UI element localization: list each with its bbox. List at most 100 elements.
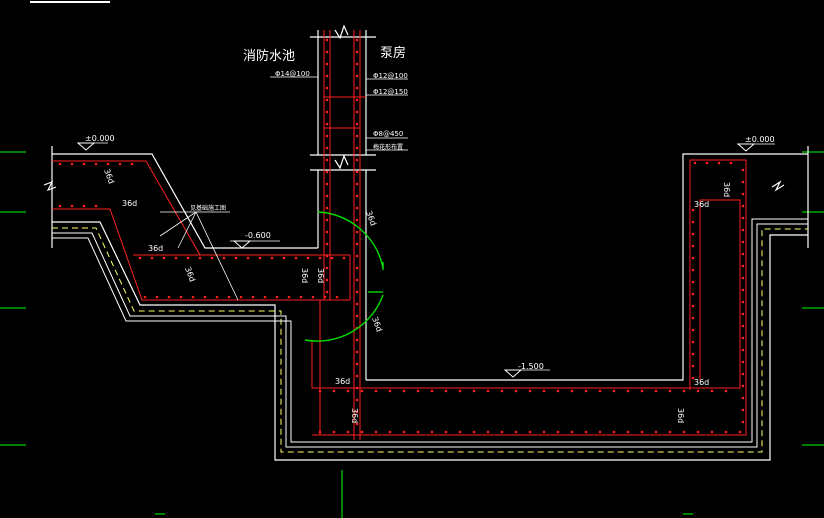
lap-label: 36d	[676, 408, 685, 423]
rebar-dot	[584, 430, 588, 434]
rebar-dot	[342, 256, 346, 260]
rebar-dot	[355, 338, 359, 342]
leader-lines	[85, 76, 775, 371]
rebar-dot	[691, 244, 695, 248]
rebar-dot	[325, 254, 329, 258]
rebar-dot	[82, 162, 86, 166]
lap-label: 36d	[300, 268, 309, 283]
rebar-dot	[500, 389, 504, 393]
rebar-dot	[741, 192, 745, 196]
elevation-left: ±0.000	[85, 134, 115, 143]
structure-outline	[43, 24, 809, 461]
rebar-dot	[598, 430, 602, 434]
rebar-dot	[203, 295, 207, 299]
rebar-dot	[355, 134, 359, 138]
pump-room-title: 泵房	[380, 45, 406, 61]
rebar-label-8-450: Φ8@450	[373, 130, 403, 138]
rebar-dot	[741, 204, 745, 208]
rebar-dot	[724, 389, 728, 393]
rebar-dot	[668, 389, 672, 393]
rebar-dot	[570, 389, 574, 393]
rebar-dot	[325, 266, 329, 270]
rebar-dot	[355, 266, 359, 270]
rebar-dot	[210, 256, 214, 260]
rebar-dot	[691, 232, 695, 236]
waterproof-layer	[52, 218, 808, 453]
grid-markers	[0, 151, 824, 518]
rebar-dot	[584, 389, 588, 393]
rebar-dot	[355, 350, 359, 354]
rebar-dot	[130, 162, 134, 166]
rebar-dot	[374, 430, 378, 434]
lap-label: 36d	[183, 266, 197, 283]
arc-dimension	[304, 211, 384, 342]
rebar-dot	[430, 430, 434, 434]
rebar-dot	[355, 278, 359, 282]
elevation-step: -0.600	[245, 231, 271, 240]
rebar-dot	[444, 430, 448, 434]
rebar-callout: 见基础施工图	[190, 204, 226, 212]
rebar-dot	[486, 389, 490, 393]
rebar-dot	[705, 161, 709, 165]
rebar-dot	[444, 389, 448, 393]
rebar-note: 梅花形布置	[373, 143, 403, 151]
rebar-dot	[318, 389, 322, 393]
rebar-dot	[325, 242, 329, 246]
rebar-dot	[167, 295, 171, 299]
rebar-dot	[270, 256, 274, 260]
rebar-dot	[416, 430, 420, 434]
rebar-dot	[325, 146, 329, 150]
rebar-dot	[179, 295, 183, 299]
rebar-dot	[355, 422, 359, 426]
rebar-dot	[542, 430, 546, 434]
rebar-dot	[282, 256, 286, 260]
fire-pool-title: 消防水池	[243, 48, 295, 64]
rebar-dot	[294, 256, 298, 260]
rebar-dot	[325, 182, 329, 186]
rebar-dot	[682, 430, 686, 434]
rebar-dot	[355, 146, 359, 150]
rebar-dot	[355, 62, 359, 66]
rebar-dot	[239, 295, 243, 299]
rebar-dot	[275, 295, 279, 299]
rebar-dot	[741, 348, 745, 352]
rebar-dot	[162, 256, 166, 260]
rebar-dot	[227, 295, 231, 299]
rebar-dot	[251, 295, 255, 299]
rebar-dot	[70, 162, 74, 166]
rebar-dot	[299, 295, 303, 299]
rebar-dot	[388, 430, 392, 434]
rebar-dot	[325, 230, 329, 234]
rebar-dot	[118, 162, 122, 166]
rebar-dot	[640, 389, 644, 393]
rebar-dot	[215, 295, 219, 299]
rebar-dot	[332, 389, 336, 393]
rebar-dot	[514, 389, 518, 393]
lap-label: 36d	[148, 244, 163, 253]
rebar-dot	[472, 430, 476, 434]
rebar-dots	[58, 38, 745, 434]
rebar-dot	[355, 122, 359, 126]
rebar-dot	[741, 408, 745, 412]
rebar-dot	[174, 256, 178, 260]
rebar-dot	[355, 170, 359, 174]
rebar-dot	[691, 208, 695, 212]
rebar-dot	[346, 389, 350, 393]
rebar-dot	[691, 352, 695, 356]
rebar-dot	[691, 280, 695, 284]
rebar-dot	[570, 430, 574, 434]
rebar-dot	[691, 340, 695, 344]
rebar-dot	[325, 38, 329, 42]
rebar-dot	[402, 389, 406, 393]
rebar-dot	[325, 98, 329, 102]
rebar-dot	[741, 324, 745, 328]
rebar-dot	[355, 158, 359, 162]
rebar-dot	[355, 194, 359, 198]
rebar-dot	[70, 204, 74, 208]
lap-label: 36d	[694, 378, 709, 387]
rebar-dot	[355, 302, 359, 306]
rebar-dot	[741, 372, 745, 376]
rebar-dot	[741, 216, 745, 220]
rebar-dot	[186, 256, 190, 260]
rebar-dot	[528, 430, 532, 434]
